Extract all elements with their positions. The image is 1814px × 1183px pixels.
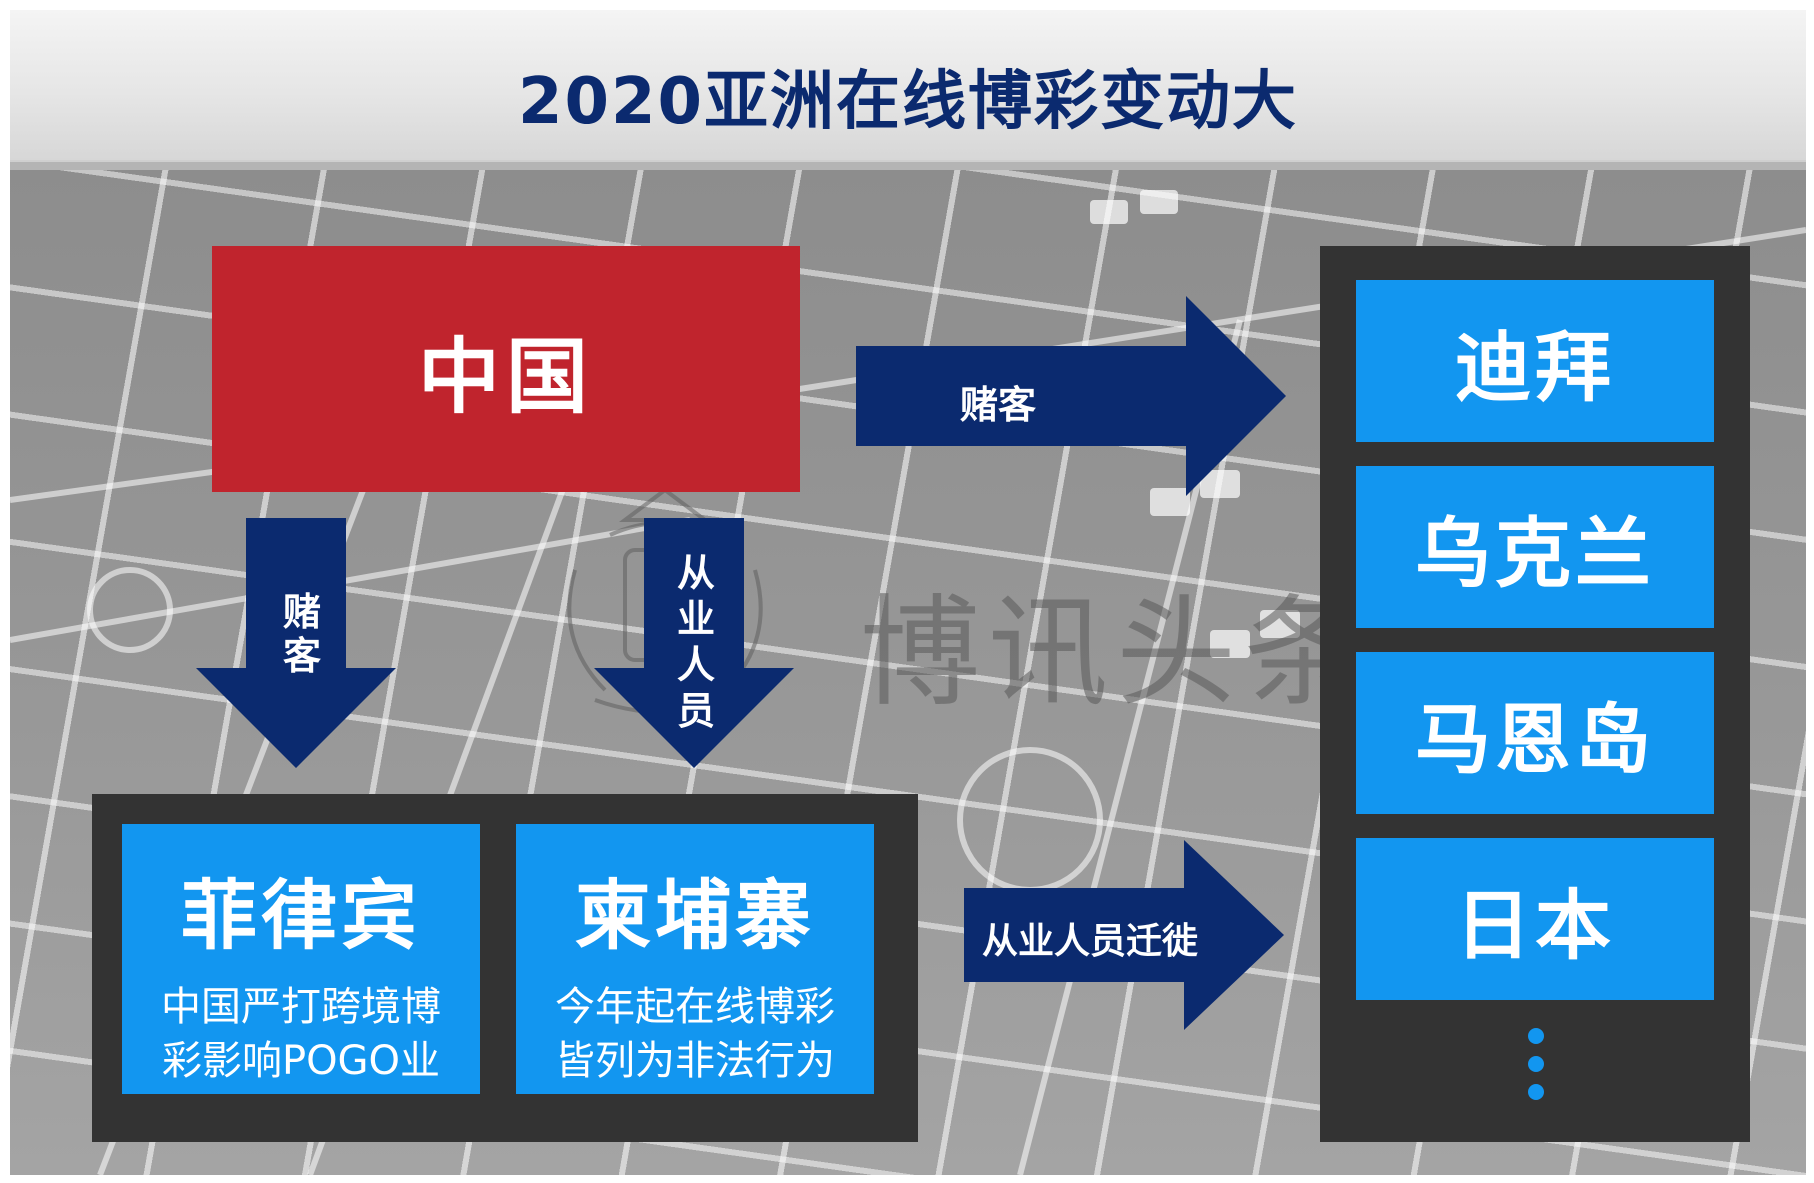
card-philippines-desc-line1: 中国严打跨境博 xyxy=(161,984,441,1030)
arrow-down-staff xyxy=(594,518,794,768)
more-dot-icon xyxy=(1528,1028,1544,1044)
watermark-text: 博讯头条 xyxy=(860,584,1372,723)
arrow-label-gamblers-right: 赌客 xyxy=(960,383,1037,427)
card-philippines-title: 菲律宾 xyxy=(181,871,421,960)
destination-dubai: 迪拜 xyxy=(1356,280,1714,442)
card-philippines-desc-line2: 彩影响POGO业 xyxy=(161,1038,441,1084)
more-dot-icon xyxy=(1528,1084,1544,1100)
destination-isle-of-man: 马恩岛 xyxy=(1356,652,1714,814)
title-band: 2020亚洲在线博彩变动大 xyxy=(10,10,1806,162)
arrow-label-staff-down: 从业人员 xyxy=(676,551,715,733)
card-cambodia-desc-line1: 今年起在线博彩 xyxy=(555,984,835,1030)
card-cambodia: 柬埔寨 今年起在线博彩 皆列为非法行为 xyxy=(516,824,874,1094)
arrow-down-gamblers xyxy=(196,518,396,768)
source-box-china: 中国 xyxy=(212,246,800,492)
diagram-canvas: 2020亚洲在线博彩变动大 博讯头条 中国 赌客 赌客 从业人员 菲律宾 中国严… xyxy=(10,10,1806,1175)
more-dot-icon xyxy=(1528,1056,1544,1072)
card-philippines: 菲律宾 中国严打跨境博 彩影响POGO业 xyxy=(122,824,480,1094)
arrow-label-gamblers-down: 赌客 xyxy=(282,590,321,678)
arrow-label-staff-migration: 从业人员迁徙 xyxy=(982,921,1199,962)
arrow-right-staff-migration xyxy=(964,840,1284,1030)
card-cambodia-desc-line2: 皆列为非法行为 xyxy=(555,1038,835,1084)
arrow-right-gamblers xyxy=(856,296,1286,496)
page-title: 2020亚洲在线博彩变动大 xyxy=(517,65,1299,139)
destination-ukraine: 乌克兰 xyxy=(1356,466,1714,628)
card-cambodia-title: 柬埔寨 xyxy=(575,871,815,960)
destination-japan: 日本 xyxy=(1356,838,1714,1000)
